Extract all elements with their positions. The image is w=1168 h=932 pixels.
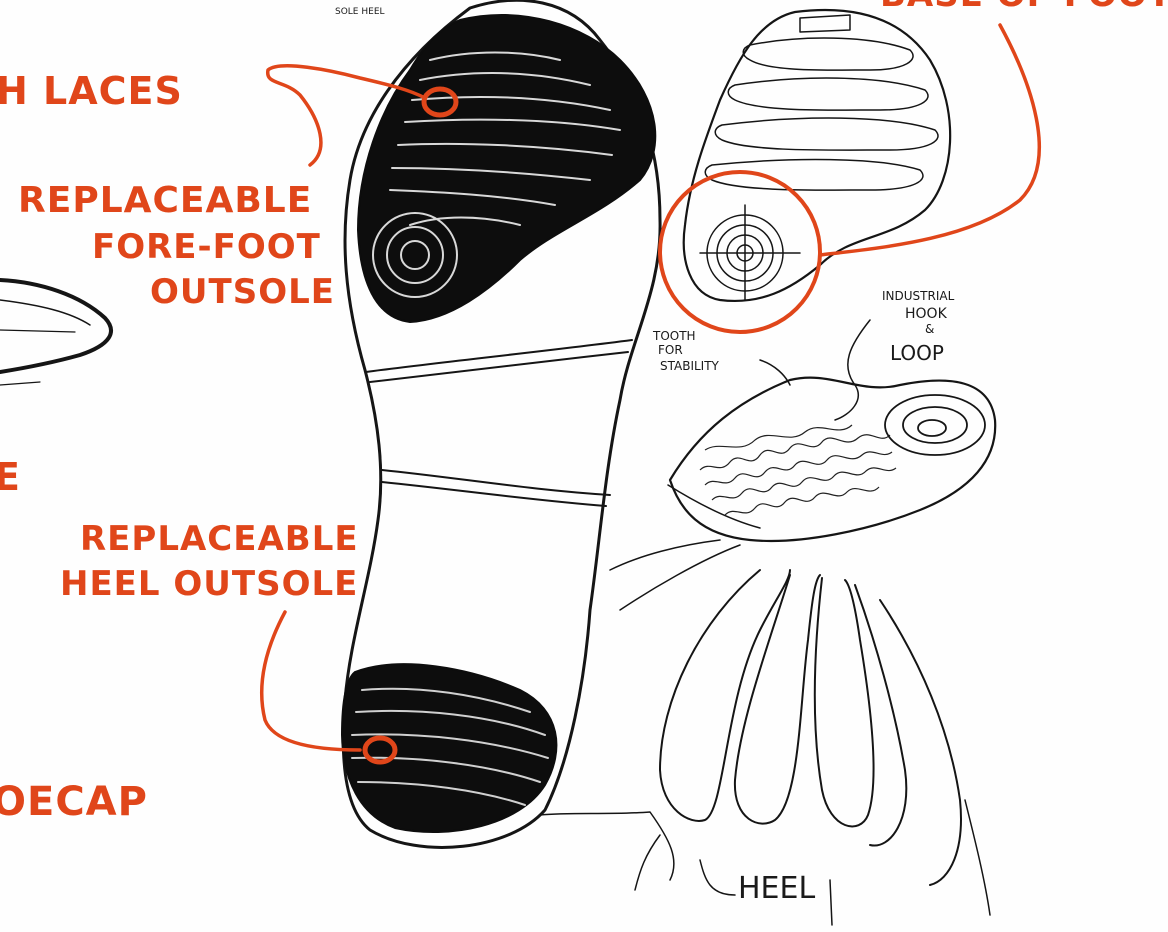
stray-letter-label: E [0,455,21,499]
left-shoe-fragment [0,280,111,385]
tooth-note-2: FOR [658,343,683,357]
heel-outsole-label-2: HEEL OUTSOLE [60,564,358,604]
forefoot-label-1: REPLACEABLE [18,180,312,221]
top-right-label-fragment: BASE OF FOOT [880,0,1168,15]
industrial-note-1: INDUSTRIAL [882,289,955,303]
tooth-note-3: STABILITY [660,359,720,373]
heel-cup-sketch [668,320,995,541]
main-sole [342,0,674,880]
industrial-note-4: LOOP [890,341,944,365]
forefoot-insole-sketch [660,10,1039,332]
forefoot-label-2: FORE-FOOT [92,227,321,267]
sole-heel-note: SOLE HEEL [335,7,385,17]
heel-note: HEEL [738,871,815,906]
tooth-note-1: TOOTH [652,329,696,343]
heel-flex-sketch [610,540,990,925]
industrial-note-2: HOOK [905,306,948,322]
heel-outsole-label-1: REPLACEABLE [80,519,359,559]
forefoot-label-3: OUTSOLE [150,272,335,312]
industrial-note-3: & [925,322,934,336]
toecap-label: OECAP [0,779,148,825]
laces-label: H LACES [0,69,183,113]
